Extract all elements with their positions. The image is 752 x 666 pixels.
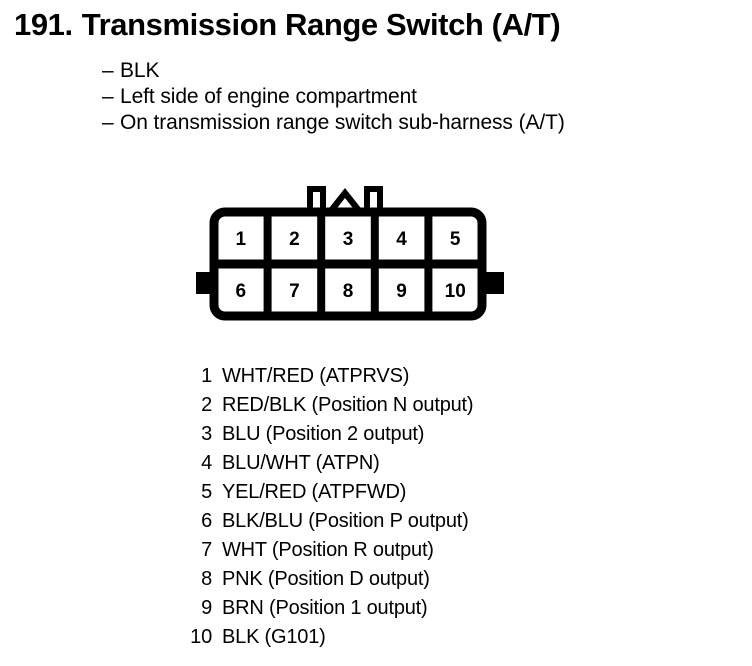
spec-list: – BLK – Left side of engine compartment … — [102, 58, 722, 136]
pin-legend-row: 9 BRN (Position 1 output) — [188, 594, 708, 623]
pin-legend-row: 6 BLK/BLU (Position P output) — [188, 507, 708, 536]
latch-tab-left-hole — [313, 192, 320, 212]
connector-pin-number: 8 — [343, 281, 354, 302]
pin-label: RED/BLK (Position N output) — [222, 394, 474, 416]
connector-svg: 1 2 3 4 5 6 7 8 9 10 — [196, 186, 504, 321]
pin-label: BRN (Position 1 output) — [222, 597, 428, 619]
page-title: 191.Transmission Range Switch (A/T) — [14, 7, 561, 43]
pin-label: BLK (G101) — [222, 626, 326, 648]
pin-label: PNK (Position D output) — [222, 568, 430, 590]
pin-legend-row: 1 WHT/RED (ATPRVS) — [188, 362, 708, 391]
pin-number: 8 — [201, 568, 212, 590]
pin-legend-row: 8 PNK (Position D output) — [188, 565, 708, 594]
connector-pin-number: 7 — [289, 281, 300, 302]
connector-pin-number: 3 — [343, 229, 354, 250]
connector-pin-number: 6 — [236, 281, 247, 302]
spec-item-label: BLK — [120, 59, 160, 82]
spec-item: – On transmission range switch sub-harne… — [102, 110, 722, 136]
pin-label: BLU (Position 2 output) — [222, 423, 425, 445]
pin-number: 2 — [201, 394, 212, 416]
pin-legend-list: 1 WHT/RED (ATPRVS) 2 RED/BLK (Position N… — [188, 362, 708, 652]
connector-pin-number: 5 — [450, 229, 461, 250]
pin-number: 7 — [201, 539, 212, 561]
spec-item: – BLK — [102, 58, 722, 84]
pin-legend-row: 4 BLU/WHT (ATPN) — [188, 449, 708, 478]
pin-label: WHT (Position R output) — [222, 539, 434, 561]
pin-number: 6 — [201, 510, 212, 532]
spec-item: – Left side of engine compartment — [102, 84, 722, 110]
spec-item-label: Left side of engine compartment — [120, 85, 417, 108]
spec-item-label: On transmission range switch sub-harness… — [120, 111, 565, 134]
dash-icon: – — [102, 111, 114, 134]
pin-number: 10 — [190, 626, 212, 648]
pin-label: WHT/RED (ATPRVS) — [222, 365, 410, 387]
section-number: 191. — [14, 7, 73, 42]
dash-icon: – — [102, 85, 114, 108]
pin-number: 1 — [201, 365, 212, 387]
latch-assembly — [307, 186, 383, 212]
pin-legend-row: 10 BLK (G101) — [188, 623, 708, 652]
pin-number: 4 — [201, 452, 212, 474]
pin-label: BLU/WHT (ATPN) — [222, 452, 380, 474]
connector-pin-number: 2 — [289, 229, 300, 250]
pin-number: 5 — [201, 481, 212, 503]
pin-legend-row: 5 YEL/RED (ATPFWD) — [188, 478, 708, 507]
pin-legend-row: 3 BLU (Position 2 output) — [188, 420, 708, 449]
section-title: Transmission Range Switch (A/T) — [81, 7, 561, 42]
pin-label: BLK/BLU (Position P output) — [222, 510, 469, 532]
connector-pin-number: 10 — [445, 281, 466, 302]
dash-icon: – — [102, 59, 114, 82]
pin-label: YEL/RED (ATPFWD) — [222, 481, 407, 503]
connector-pin-number: 1 — [236, 229, 247, 250]
connector-pin-number: 4 — [396, 229, 407, 250]
pin-legend-row: 2 RED/BLK (Position N output) — [188, 391, 708, 420]
connector-diagram: 1 2 3 4 5 6 7 8 9 10 — [190, 180, 510, 330]
pin-number: 9 — [201, 597, 212, 619]
pin-number: 3 — [201, 423, 212, 445]
latch-tab-right-hole — [370, 192, 377, 212]
latch-peak-icon — [326, 188, 364, 212]
pin-legend-row: 7 WHT (Position R output) — [188, 536, 708, 565]
connector-pin-number: 9 — [396, 281, 407, 302]
